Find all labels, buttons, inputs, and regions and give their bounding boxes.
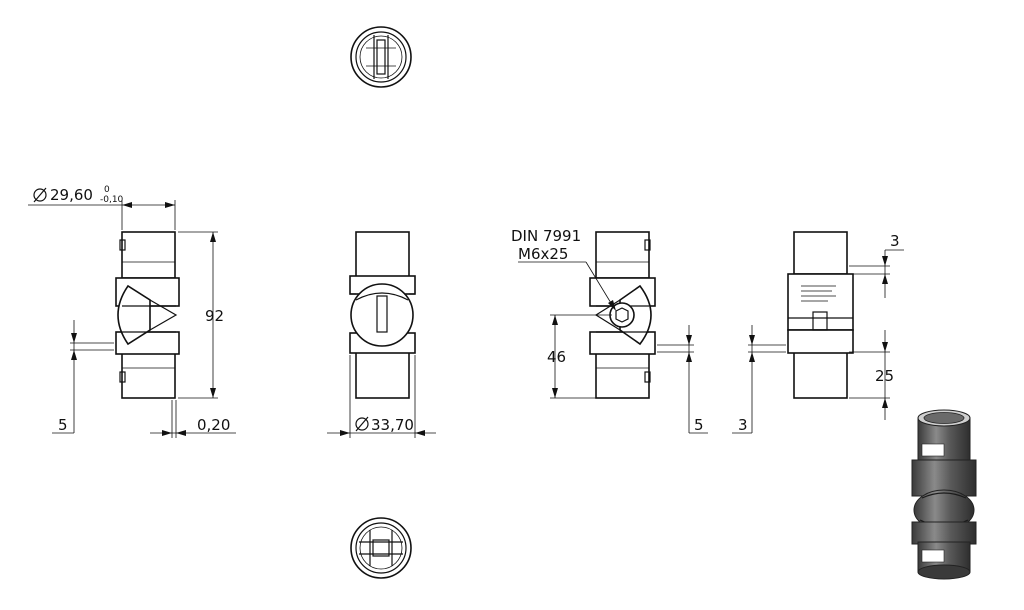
screw-standard-label: DIN 7991	[511, 227, 581, 245]
dim-diameter-outer: 29,60 0 -0,10	[28, 185, 176, 230]
dim-diameter-sleeve-value: 33,70	[371, 416, 414, 434]
dim-screw-height-value: 46	[547, 348, 566, 366]
render-3d-connector	[911, 409, 977, 580]
dim-screw-height: 46	[547, 314, 612, 399]
dim-tolerance-lower: -0,10	[100, 195, 124, 205]
dim-offset-left: 5	[52, 320, 114, 434]
dim-slot-top: 3	[849, 232, 904, 298]
dim-gap: 0,20	[150, 400, 236, 438]
dim-sleeve-length: 25	[849, 330, 894, 420]
dim-offset-right-side-value: 3	[738, 416, 748, 434]
screw-callout: DIN 7991 M6x25	[511, 227, 616, 311]
screw-size-label: M6x25	[518, 245, 568, 263]
dim-length-value: 92	[205, 307, 224, 325]
dim-gap-value: 0,20	[197, 416, 230, 434]
bottom-end-view	[350, 517, 412, 579]
dim-offset-right-side: 3	[732, 325, 786, 434]
dim-length: 92	[178, 231, 224, 399]
dim-sleeve-length-value: 25	[875, 367, 894, 385]
top-end-view	[350, 26, 412, 88]
dim-offset-left-value: 5	[58, 416, 68, 434]
diameter-symbol-icon	[355, 416, 369, 432]
dim-offset-right-front-value: 5	[694, 416, 704, 434]
dim-diameter-outer-value: 29,60	[50, 186, 93, 204]
view-front-screw	[589, 231, 656, 399]
diameter-symbol-icon	[33, 187, 47, 203]
dim-offset-right-front: 5	[657, 325, 708, 434]
view-front-sphere	[349, 231, 416, 399]
view-front-left	[115, 231, 180, 399]
dim-diameter-sleeve: 33,70	[327, 355, 436, 438]
dim-tolerance-upper: 0	[104, 185, 110, 195]
dim-slot-top-value: 3	[890, 232, 900, 250]
view-side-slot	[787, 231, 854, 399]
